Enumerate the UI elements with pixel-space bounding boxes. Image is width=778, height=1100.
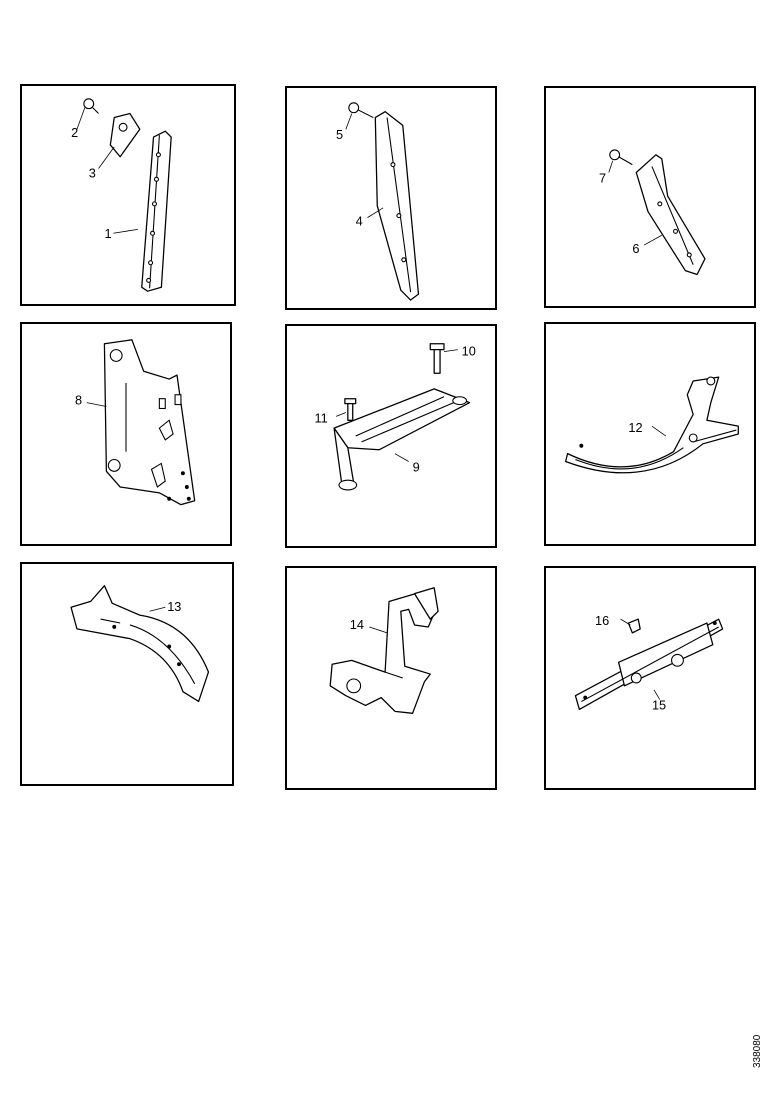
part-4-angled-rail: [374, 111, 420, 301]
part-8-plate: [103, 339, 196, 506]
callout-4: 4: [356, 213, 363, 228]
callout-2: 2: [71, 125, 78, 140]
panel-parts-9-11: 10 11 9: [285, 324, 497, 548]
panel-parts-15-16: 16 15: [544, 566, 756, 790]
panel-part-8: 8: [20, 322, 232, 546]
part-3-bracket: [109, 112, 141, 158]
callout-16: 16: [595, 613, 609, 628]
part-13-curved-guide: [70, 585, 210, 703]
callout-15: 15: [652, 697, 666, 712]
panel-parts-1-3: 2 3 1: [20, 84, 236, 306]
callout-5: 5: [336, 127, 343, 142]
part-12-curved-rail: [564, 376, 739, 474]
part-10-bolt: [429, 343, 445, 374]
panel-1-drawing: 2 3 1: [71, 98, 172, 292]
part-16-clip: [627, 618, 641, 634]
reference-code: 338080: [752, 1034, 763, 1068]
panel-8-drawing: 14: [329, 587, 439, 714]
panel-6-drawing: 12: [564, 376, 739, 474]
panel-part-13: 13: [20, 562, 234, 786]
panel-9-drawing: 16 15: [574, 613, 724, 712]
panel-parts-4-5: 5 4: [285, 86, 497, 310]
panel-2-drawing: 5 4: [336, 102, 420, 301]
part-15-rail-assembly: [574, 618, 724, 711]
callout-13: 13: [167, 599, 181, 614]
callout-3: 3: [89, 165, 96, 180]
part-6-bent-rail: [635, 154, 706, 276]
part-9-support-bracket: [333, 388, 471, 491]
panel-5-drawing: 10 11 9: [314, 343, 476, 491]
part-14-hook-bracket: [329, 587, 439, 714]
part-11-bolt: [344, 398, 357, 421]
panel-3-drawing: 7 6: [599, 149, 706, 276]
callout-9: 9: [413, 459, 420, 474]
callout-12: 12: [628, 420, 642, 435]
panel-part-14: 14: [285, 566, 497, 790]
part-5-bolt: [348, 102, 374, 119]
part-2-bolt: [83, 98, 99, 114]
callout-6: 6: [632, 241, 639, 256]
panel-7-drawing: 13: [70, 585, 210, 703]
callout-10: 10: [462, 344, 476, 359]
callout-7: 7: [599, 170, 606, 185]
callout-8: 8: [75, 393, 82, 408]
part-7-bolt: [609, 149, 633, 166]
part-1-vertical-rail: [141, 130, 172, 292]
callout-1: 1: [104, 226, 111, 241]
panel-parts-6-7: 7 6: [544, 86, 756, 308]
panel-4-drawing: 8: [75, 339, 196, 506]
callout-11: 11: [314, 410, 327, 425]
panel-part-12: 12: [544, 322, 756, 546]
callout-14: 14: [350, 617, 364, 632]
